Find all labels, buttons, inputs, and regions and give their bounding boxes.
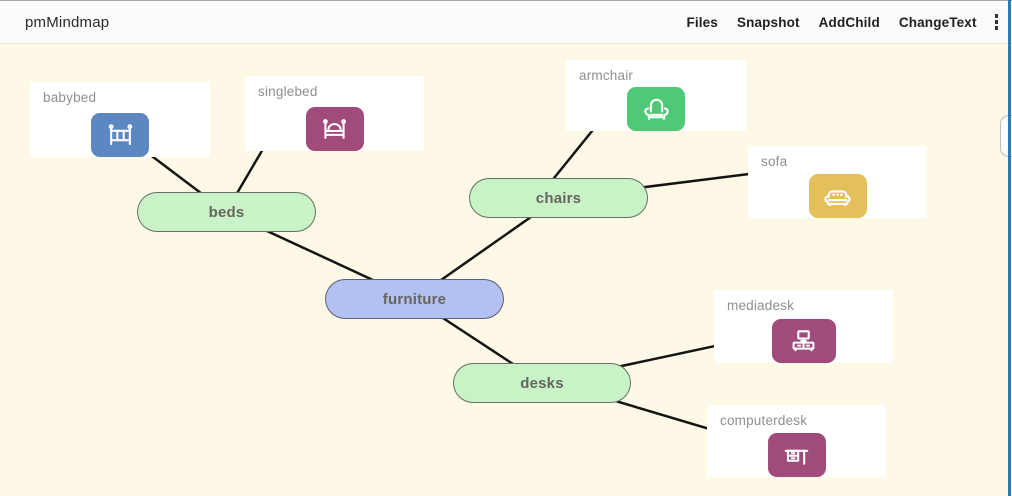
menu-item-addchild[interactable]: AddChild [818,14,880,30]
armchair-icon [627,87,685,131]
menu-item-files[interactable]: Files [686,14,718,30]
node-mediadesk[interactable]: mediadesk [714,290,893,363]
node-sofa[interactable]: sofa [748,146,927,218]
node-label: singlebed [258,84,318,99]
desk-icon [767,433,826,477]
kebab-vertical-icon[interactable] [987,10,1006,33]
right-accent-stripe [1007,0,1011,496]
crib-icon [91,113,149,157]
app-header: pmMindmap Files Snapshot AddChild Change… [0,0,1012,44]
node-furniture[interactable]: furniture [325,279,504,319]
node-label: sofa [761,154,788,169]
node-chairs[interactable]: chairs [469,178,648,218]
node-armchair[interactable]: armchair [566,60,746,131]
node-label: computerdesk [720,413,808,428]
node-label: babybed [43,90,97,105]
menu-bar: Files Snapshot AddChild ChangeText [686,15,976,30]
node-label: mediadesk [727,298,795,313]
node-label: beds [208,203,245,221]
bed-icon [305,107,364,151]
node-label: furniture [382,290,447,308]
media-console-icon [771,319,836,363]
node-babybed[interactable]: babybed [30,82,210,157]
node-label: chairs [535,189,582,207]
app-title: pmMindmap [25,13,110,31]
menu-item-changetext[interactable]: ChangeText [898,14,977,30]
node-label: armchair [579,68,634,83]
couch-icon [808,174,867,218]
node-beds[interactable]: beds [137,192,316,232]
node-computerdesk[interactable]: computerdesk [707,405,886,477]
menu-item-snapshot[interactable]: Snapshot [736,14,800,30]
node-singlebed[interactable]: singlebed [245,76,424,151]
node-label: desks [520,374,564,392]
node-desks[interactable]: desks [453,363,631,403]
